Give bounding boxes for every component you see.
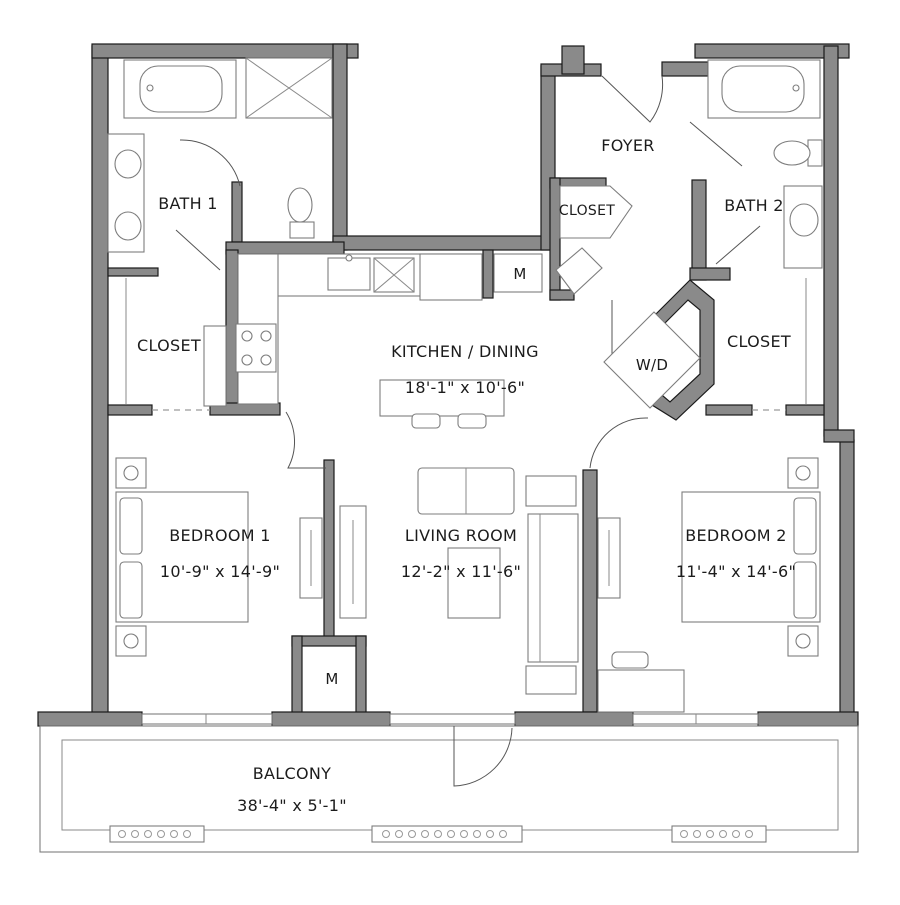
windows bbox=[141, 713, 759, 725]
closet-openings bbox=[125, 278, 807, 411]
closet-right-label: CLOSET bbox=[727, 332, 791, 351]
balcony-outline bbox=[39, 725, 859, 853]
mech-closet-living-label: M bbox=[325, 670, 339, 688]
foyer-closet-label: CLOSET bbox=[558, 203, 616, 219]
bedroom1-furniture bbox=[115, 457, 323, 657]
living-size: 12'-2" x 11'-6" bbox=[400, 562, 522, 581]
bedroom2-furniture bbox=[597, 457, 821, 713]
foyer-closet-shape bbox=[555, 185, 633, 295]
kitchen-fixtures bbox=[203, 253, 543, 429]
balcony-label: BALCONY bbox=[252, 764, 332, 783]
foyer-label: FOYER bbox=[601, 136, 655, 155]
bedroom2-label: BEDROOM 2 bbox=[685, 526, 787, 545]
living-furniture bbox=[339, 467, 579, 695]
bath2-fixtures bbox=[707, 59, 823, 269]
kitchen-size: 18'-1" x 10'-6" bbox=[404, 378, 526, 397]
walls bbox=[37, 43, 859, 727]
closet-left-label: CLOSET bbox=[137, 336, 201, 355]
bedroom2-size: 11'-4" x 14'-6" bbox=[675, 562, 797, 581]
bedroom1-label: BEDROOM 1 bbox=[169, 526, 271, 545]
washer-dryer-label: W/D bbox=[635, 356, 669, 374]
balcony-size: 38'-4" x 5'-1" bbox=[237, 796, 347, 815]
bath1-fixtures bbox=[107, 57, 333, 253]
washer-dryer-box bbox=[603, 311, 701, 409]
bath2-label: BATH 2 bbox=[724, 196, 784, 215]
bedroom1-size: 10'-9" x 14'-9" bbox=[159, 562, 281, 581]
living-label: LIVING ROOM bbox=[404, 526, 518, 545]
mech-closet-kitchen-label: M bbox=[513, 265, 527, 283]
bath1-label: BATH 1 bbox=[158, 194, 218, 213]
kitchen-label: KITCHEN / DINING bbox=[391, 342, 539, 361]
